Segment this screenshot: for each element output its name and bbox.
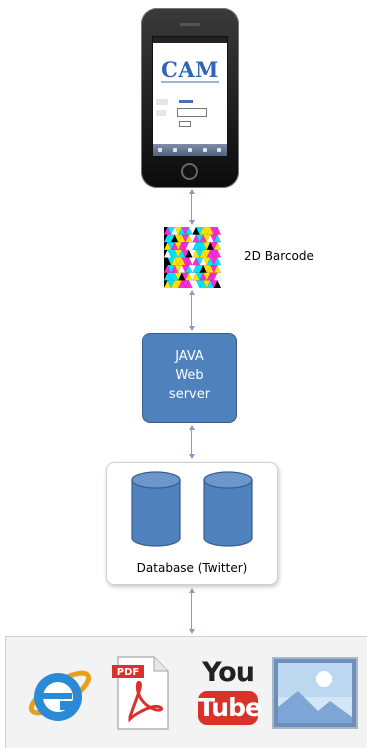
database-container: Database (Twitter) bbox=[106, 462, 278, 585]
server-label-line-2: Web bbox=[175, 368, 204, 383]
arrow-up-phone bbox=[189, 189, 195, 194]
connector-server-database bbox=[191, 429, 192, 455]
mobile-phone: CAM bbox=[141, 8, 239, 188]
arrow-down-database bbox=[189, 454, 195, 459]
connector-barcode-server bbox=[191, 294, 192, 327]
pdf-icon bbox=[112, 656, 169, 730]
phone-screen: CAM bbox=[152, 36, 228, 157]
form-input bbox=[177, 108, 207, 117]
form-label-1 bbox=[156, 99, 168, 105]
arrow-up-database bbox=[189, 588, 195, 593]
connector-phone-barcode bbox=[191, 193, 192, 221]
arrow-down-barcode bbox=[189, 220, 195, 225]
cam-logo: CAM bbox=[161, 57, 219, 82]
arrow-down-content bbox=[189, 629, 195, 634]
phone-status-bar bbox=[153, 37, 227, 43]
barcode-pattern bbox=[164, 227, 225, 288]
pdf-badge-label: PDF bbox=[116, 667, 140, 678]
form-link bbox=[179, 100, 193, 103]
image-icon bbox=[272, 657, 358, 729]
2d-barcode-image bbox=[164, 227, 225, 288]
arrow-up-barcode bbox=[189, 290, 195, 295]
internet-explorer-icon bbox=[28, 670, 92, 721]
phone-browser-toolbar bbox=[153, 144, 227, 156]
phone-speaker bbox=[180, 23, 200, 26]
server-label-line-1: JAVA bbox=[175, 349, 204, 364]
database-label: Database (Twitter) bbox=[136, 561, 248, 575]
barcode-label: 2D Barcode bbox=[244, 249, 314, 263]
arrow-up-server bbox=[189, 425, 195, 430]
youtube-you-text: You bbox=[202, 657, 255, 688]
form-submit bbox=[179, 121, 191, 127]
java-web-server-box: JAVA Web server bbox=[142, 333, 237, 423]
logo-tagline bbox=[161, 81, 219, 83]
phone-home-button bbox=[181, 163, 198, 180]
database-cylinder-icon bbox=[203, 471, 253, 547]
youtube-tube-text: Tube bbox=[198, 691, 262, 725]
server-label-line-3: server bbox=[168, 387, 211, 402]
database-cylinder-icon bbox=[131, 471, 181, 547]
server-label: JAVA Web server bbox=[143, 347, 236, 404]
content-types-panel: PDF You Tube bbox=[5, 636, 367, 748]
connector-database-content bbox=[191, 592, 192, 630]
form-label-2 bbox=[156, 110, 166, 116]
youtube-icon: You Tube bbox=[192, 657, 264, 729]
arrow-down-server bbox=[189, 326, 195, 331]
